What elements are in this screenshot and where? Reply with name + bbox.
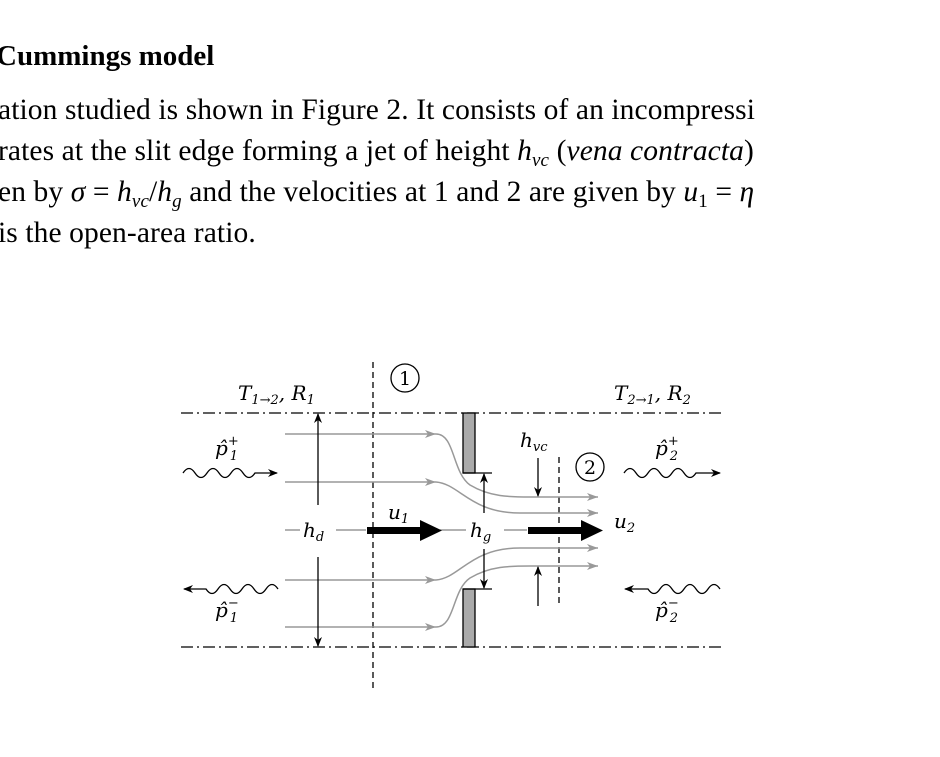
label-u2: u2 — [614, 509, 635, 536]
station-1-marker — [390, 363, 420, 393]
text-segment: u — [683, 176, 699, 208]
text-segment: en by — [0, 176, 71, 208]
text-segment: vena contracta — [566, 135, 745, 167]
text-segment: σ — [70, 176, 86, 208]
wave-p1-minus — [183, 583, 279, 595]
wave-p2-minus — [624, 583, 721, 595]
section-heading: Cummings model — [0, 40, 215, 72]
label-u1: u1 — [388, 500, 409, 527]
label-hvc: hvc — [520, 428, 548, 455]
text-segment: h — [517, 135, 533, 167]
paragraph-line: rates at the slit edge forming a jet of … — [0, 135, 754, 172]
paragraph-line: is the open-area ratio. — [0, 217, 256, 250]
label-p1-plus: p̂+1 — [215, 434, 239, 464]
station-2-marker — [575, 452, 605, 482]
text-segment: ( — [549, 135, 567, 167]
text-segment: = — [85, 176, 118, 208]
text-segment: h — [157, 176, 173, 208]
wave-p2-plus — [623, 467, 721, 479]
text-segment: h — [117, 176, 132, 208]
label-p1-minus: p̂−1 — [215, 596, 239, 626]
label-hd: hd — [303, 518, 324, 545]
label-p2-minus: p̂−2 — [655, 596, 679, 626]
paragraph-line: en by σ = hvc/hg and the velocities at 1… — [0, 176, 754, 213]
u1-arrow — [367, 520, 442, 541]
label-T12-R1: T1→2, R1 — [238, 381, 315, 408]
streamlines — [285, 430, 598, 631]
text-segment: and the velocities at 1 and 2 are given … — [181, 176, 684, 208]
label-hg: hg — [470, 518, 491, 545]
text-segment: ) — [744, 135, 754, 167]
wave-p1-plus — [182, 467, 278, 479]
slit-plate-top — [462, 412, 476, 474]
paragraph-line: ation studied is shown in Figure 2. It c… — [0, 94, 755, 127]
u2-arrow — [528, 520, 603, 541]
text-segment: η — [739, 176, 755, 208]
label-p2-plus: p̂+2 — [655, 434, 679, 464]
text-segment: rates at the slit edge forming a jet of … — [0, 135, 518, 167]
slit-plate-bottom — [462, 588, 476, 648]
text-segment: g — [172, 191, 182, 212]
text-segment: vc — [532, 150, 550, 171]
text-segment: 1 — [698, 191, 708, 212]
text-segment: is the open-area ratio. — [0, 217, 256, 249]
label-T21-R2: T2→1, R2 — [614, 381, 691, 408]
text-segment: = — [707, 176, 740, 208]
text-segment: vc — [131, 191, 149, 212]
station-2-label: 2 — [584, 457, 596, 479]
station-1-label: 1 — [399, 368, 411, 390]
text-segment: / — [148, 176, 158, 208]
text-segment: ation studied is shown in Figure 2. It c… — [0, 94, 756, 126]
